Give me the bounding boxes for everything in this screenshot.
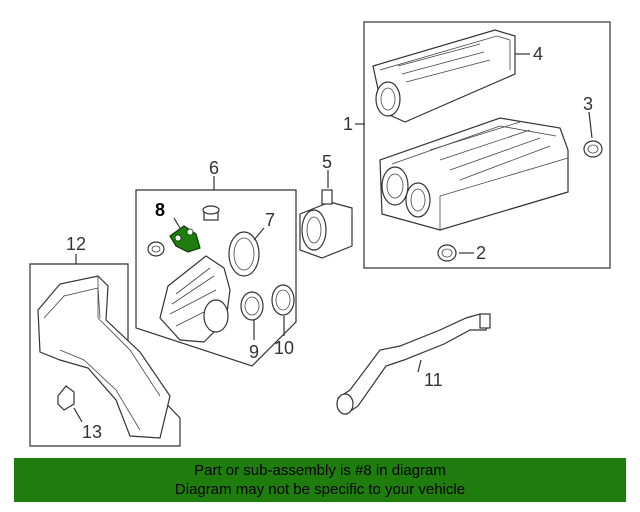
callout-8-highlighted: 8 (155, 200, 165, 220)
callout-6: 6 (209, 158, 219, 178)
leader-lines (73, 53, 593, 423)
assembly-box-1 (363, 21, 611, 269)
callout-1: 1 (343, 114, 353, 134)
part-12-air-duct[interactable] (37, 275, 171, 439)
part-4-housing-cover[interactable] (372, 29, 516, 123)
callout-5: 5 (322, 152, 332, 172)
callout-13: 13 (82, 422, 102, 442)
part-9-coupler[interactable] (240, 291, 264, 321)
part-5-airflow-sensor[interactable] (299, 189, 353, 259)
part-13-clip[interactable] (57, 385, 75, 411)
assembly-box-6 (135, 189, 297, 367)
part-7-clamp[interactable] (228, 231, 260, 277)
bolt[interactable] (202, 205, 220, 221)
callout-2: 2 (476, 243, 486, 263)
part-11-hose[interactable] (336, 313, 491, 415)
part-3-grommet[interactable] (583, 140, 603, 158)
part-10-clamp[interactable] (271, 284, 295, 316)
part-1-housing-body[interactable] (379, 117, 569, 231)
banner-line-1: Part or sub-assembly is #8 in diagram (194, 462, 446, 479)
part-2-grommet[interactable] (437, 244, 457, 262)
parts-diagram: 4 1 3 2 5 6 8 7 9 10 11 12 13 (29, 21, 611, 447)
callout-9: 9 (249, 342, 259, 362)
callout-11: 11 (424, 370, 443, 390)
part-8-sensor-highlighted[interactable] (169, 225, 201, 253)
callout-3: 3 (583, 94, 593, 114)
callout-7: 7 (265, 210, 275, 230)
info-banner: Part or sub-assembly is #8 in diagram Di… (14, 458, 626, 502)
banner-line-2: Diagram may not be specific to your vehi… (174, 481, 466, 498)
assembly-box-12 (29, 263, 181, 447)
intake-hose[interactable] (159, 255, 231, 343)
callout-10: 10 (274, 338, 294, 358)
callout-12: 12 (66, 234, 86, 254)
callout-4: 4 (533, 44, 543, 64)
o-ring[interactable] (147, 241, 165, 257)
